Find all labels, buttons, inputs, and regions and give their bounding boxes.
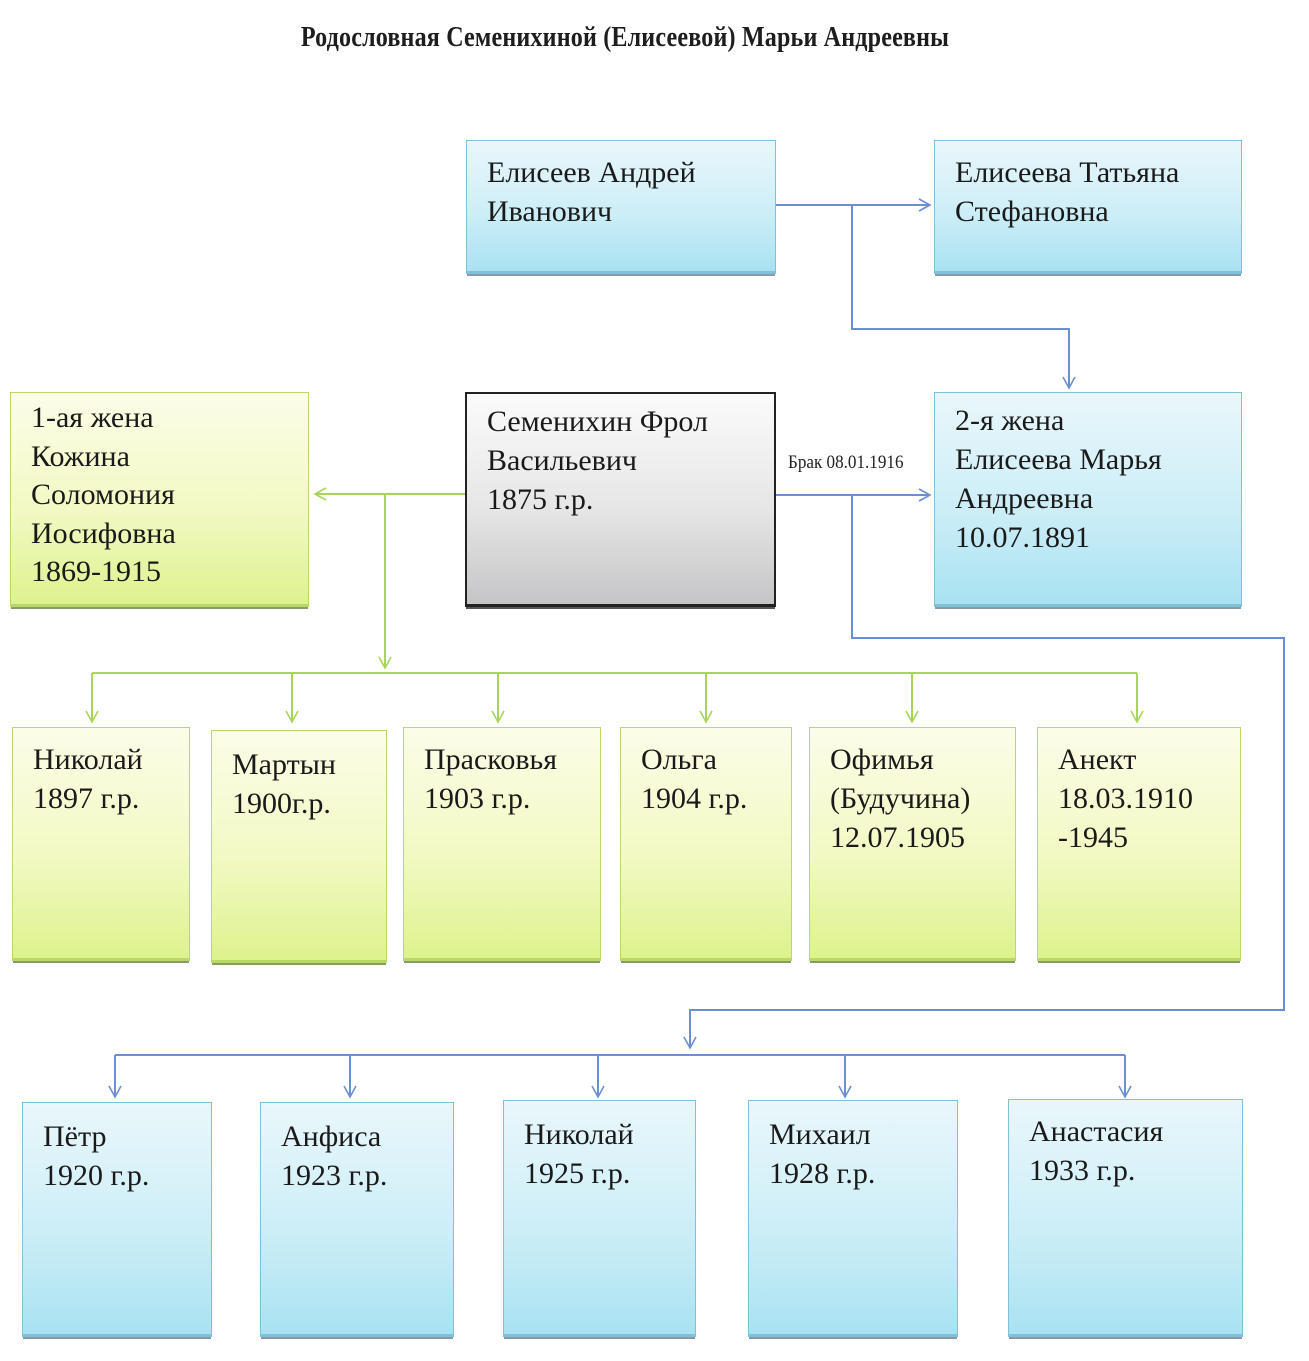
child-box-second-1[interactable]: Пётр 1920 г.р. xyxy=(22,1102,212,1337)
person-text: Соломония xyxy=(31,478,175,511)
child-box-first-2[interactable]: Мартын 1900г.р. xyxy=(211,730,387,963)
person-text: 1928 г.р. xyxy=(769,1157,876,1190)
person-text: Ольга xyxy=(641,743,717,776)
person-text: Анфиса xyxy=(281,1120,382,1153)
person-text: Офимья xyxy=(830,743,934,776)
child-box-first-1[interactable]: Николай 1897 г.р. xyxy=(12,727,190,961)
child-box-second-4[interactable]: Михаил 1928 г.р. xyxy=(748,1100,958,1337)
person-text: Васильевич xyxy=(487,444,637,477)
person-text: 1923 г.р. xyxy=(281,1159,388,1192)
page-title: Родословная Семенихиной (Елисеевой) Марь… xyxy=(300,22,950,53)
person-text: Николай xyxy=(524,1118,634,1151)
grandparents-connector xyxy=(776,198,1076,390)
person-text: 1-ая жена xyxy=(31,401,154,434)
person-text: 1933 г.р. xyxy=(1029,1154,1136,1187)
person-text: 1925 г.р. xyxy=(524,1157,631,1190)
person-text: 1900г.р. xyxy=(232,787,331,820)
person-text: Прасковья xyxy=(424,743,557,776)
person-text: Иосифовна xyxy=(31,516,176,550)
person-text: Михаил xyxy=(769,1118,871,1151)
person-box-grandfather[interactable]: Елисеев Андрей Иванович xyxy=(466,140,776,274)
person-text: Николай xyxy=(33,743,143,776)
child-box-first-3[interactable]: Прасковья 1903 г.р. xyxy=(403,727,601,961)
person-text: 2-я жена xyxy=(955,404,1065,437)
person-text: 1869-1915 xyxy=(31,555,161,588)
person-text: 18.03.1910 xyxy=(1058,782,1193,815)
person-text: 1897 г.р. xyxy=(33,782,140,815)
person-text: 1904 г.р. xyxy=(641,782,748,815)
child-box-second-3[interactable]: Николай 1925 г.р. xyxy=(503,1100,696,1337)
person-text: 1903 г.р. xyxy=(424,782,531,815)
person-box-grandmother[interactable]: Елисеева Татьяна Стефановна xyxy=(934,140,1242,274)
person-text: Елисеева Марья xyxy=(955,443,1162,476)
person-text: Кожина xyxy=(31,439,130,473)
person-text: Мартын xyxy=(232,748,336,781)
person-text: -1945 xyxy=(1058,821,1128,854)
person-text: Елисеева Татьяна xyxy=(955,156,1180,189)
person-box-second-wife[interactable]: 2-я жена Елисеева Марья Андреевна 10.07.… xyxy=(934,392,1242,607)
person-text: Елисеев Андрей xyxy=(487,156,696,189)
child-box-first-4[interactable]: Ольга 1904 г.р. xyxy=(620,727,792,961)
person-box-first-wife[interactable]: 1-ая жена Кожина Соломония Иосифовна 186… xyxy=(10,392,309,607)
child-box-second-5[interactable]: Анастасия 1933 г.р. xyxy=(1008,1099,1243,1337)
person-text: 10.07.1891 xyxy=(955,521,1090,554)
child-box-second-2[interactable]: Анфиса 1923 г.р. xyxy=(260,1102,454,1337)
person-text: Иванович xyxy=(487,195,613,228)
person-text: 1875 г.р. xyxy=(487,483,594,516)
person-text: Стефановна xyxy=(955,195,1109,228)
person-text: Пётр xyxy=(43,1120,107,1153)
first-family-connector xyxy=(85,487,1144,724)
second-children-route xyxy=(683,495,1285,1050)
child-box-first-5[interactable]: Офимья (Будучина) 12.07.1905 xyxy=(809,727,1016,961)
person-text: Семенихин Фрол xyxy=(487,405,708,438)
person-text: 1920 г.р. xyxy=(43,1159,150,1192)
person-text: Анект xyxy=(1058,743,1137,776)
child-box-first-6[interactable]: Анект 18.03.1910 -1945 xyxy=(1037,727,1241,961)
grandparents-to-daughter-arrow xyxy=(851,205,1076,390)
marriage-date-label: Брак 08.01.1916 xyxy=(788,452,904,473)
second-family-connector xyxy=(108,488,1285,1099)
person-text: Анастасия xyxy=(1029,1115,1164,1148)
person-box-husband[interactable]: Семенихин Фрол Васильевич 1875 г.р. xyxy=(465,392,776,607)
person-text: (Будучина) xyxy=(830,782,971,815)
person-text: Андреевна xyxy=(955,482,1094,515)
person-text: 12.07.1905 xyxy=(830,821,965,854)
